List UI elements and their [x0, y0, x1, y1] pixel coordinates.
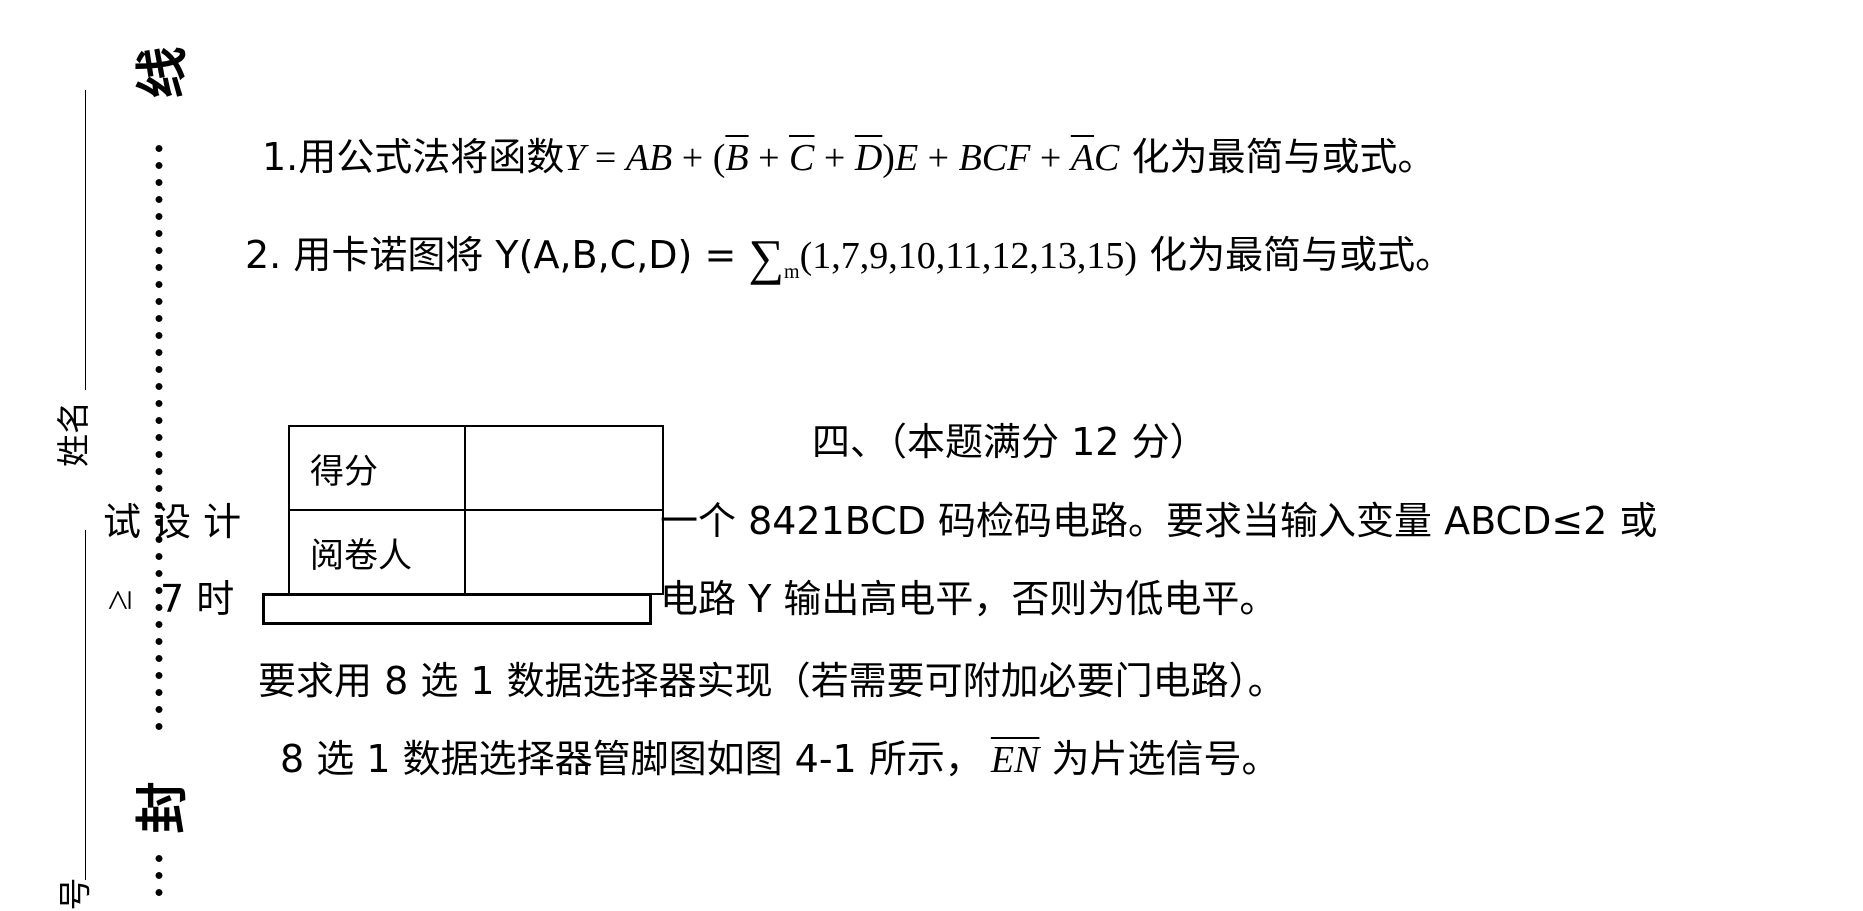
eq-plus-2: + — [748, 137, 790, 179]
problem-1: 1.用公式法将函数Y = AB + (B + C + D)E + BCF + A… — [262, 138, 1435, 177]
binding-line-lower — [85, 530, 86, 880]
binding-line-upper — [85, 90, 86, 390]
eq-ab: AB — [625, 137, 673, 179]
problem-1-suffix: 化为最简与或式。 — [1119, 135, 1436, 179]
eq-bcf: BCF — [958, 137, 1031, 179]
reviewer-row: 阅卷人 — [288, 509, 664, 595]
minterm-subscript: m — [784, 261, 800, 283]
eq-e: E — [894, 137, 919, 179]
eq-close-paren: ) — [882, 137, 895, 179]
eq-y: Y — [564, 137, 586, 179]
section-4-heading: 四、（本题满分 12 分） — [812, 420, 1208, 464]
section-4-line-3: 要求用 8 选 1 数据选择器实现（若需要可附加必要门电路）。 — [258, 659, 1286, 703]
reviewer-label: 阅卷人 — [288, 509, 466, 595]
minterm-list: (1,7,9,10,11,12,13,15) — [799, 235, 1137, 277]
section-4-left-ge: ≥ — [97, 589, 140, 611]
reviewer-value-cell[interactable] — [464, 509, 664, 595]
binding-dotted-line-upper — [154, 140, 164, 730]
eq-b-bar: B — [725, 137, 749, 179]
eq-c-bar: C — [789, 137, 815, 179]
score-value-cell[interactable] — [464, 425, 664, 511]
enable-signal: EN — [990, 739, 1040, 781]
problem-2-suffix: 化为最简与或式。 — [1137, 233, 1454, 277]
eq-equals: = — [585, 137, 626, 179]
score-row: 得分 — [288, 425, 664, 511]
section-4-line-2: 电路 Y 输出高电平，否则为低电平。 — [660, 577, 1278, 621]
number-field-label: 号 — [55, 877, 95, 911]
problem-2-prefix: 2. 用卡诺图将 Y(A,B,C,D) = — [245, 233, 749, 277]
eq-plus-5: + — [1030, 137, 1071, 179]
eq-plus-4: + — [918, 137, 959, 179]
section-4-line-4: 8 选 1 数据选择器管脚图如图 4-1 所示，EN 为片选信号。 — [280, 740, 1279, 779]
binding-dotted-line-lower — [154, 850, 164, 900]
name-field-label: 姓名 — [54, 401, 93, 467]
eq-plus-open: + ( — [672, 137, 726, 179]
eq-d-bar: D — [854, 137, 883, 179]
eq-a-bar: A — [1070, 137, 1095, 179]
section-4-line-4-suffix: 为片选信号。 — [1039, 737, 1280, 781]
problem-2: 2. 用卡诺图将 Y(A,B,C,D) = ∑m(1,7,9,10,11,12,… — [245, 232, 1453, 282]
score-label: 得分 — [288, 425, 466, 511]
section-4-left-fragment-1: 试 设 计 — [103, 500, 242, 544]
problem-1-prefix: 1.用公式法将函数 — [262, 135, 565, 179]
section-4-line-1: 一个 8421BCD 码检码电路。要求当输入变量 ABCD≤2 或 — [660, 499, 1658, 543]
eq-plus-3: + — [814, 137, 855, 179]
section-4-left-fragment-2: 7 时 — [160, 577, 235, 621]
score-box-base — [262, 593, 652, 625]
seal-mark-bottom: 封 — [133, 781, 194, 834]
score-box: 得分 阅卷人 — [288, 425, 664, 595]
sum-symbol: ∑ — [748, 229, 785, 285]
section-4-line-4-prefix: 8 选 1 数据选择器管脚图如图 4-1 所示， — [280, 737, 983, 781]
seal-mark-top: 线 — [133, 46, 194, 99]
eq-c-end: C — [1094, 137, 1120, 179]
